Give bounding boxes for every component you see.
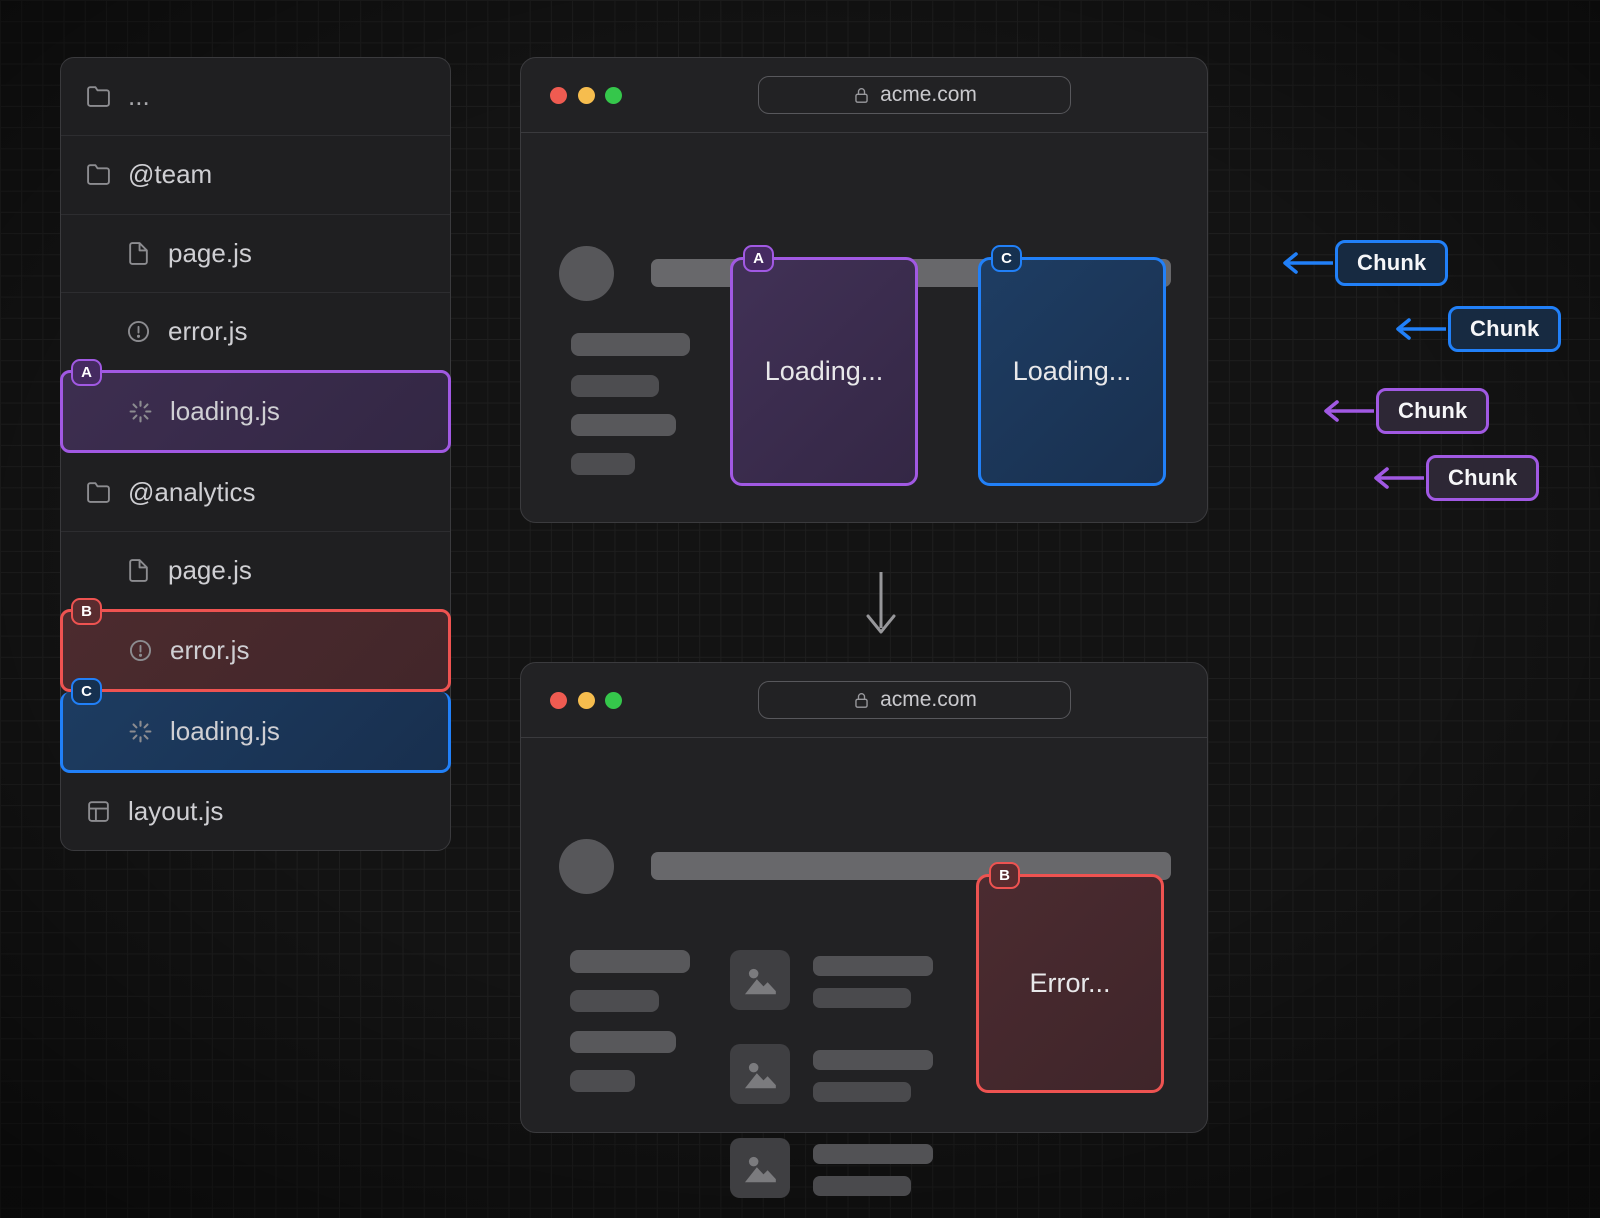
- skeleton-bar: [570, 1070, 635, 1092]
- skeleton-bar: [813, 1176, 911, 1196]
- arrow-left-icon: [1324, 400, 1374, 422]
- tree-row-page-analytics: page.js: [61, 530, 450, 609]
- tree-row-error-analytics: B error.js: [60, 598, 451, 693]
- close-window-icon: [550, 86, 567, 104]
- maximize-window-icon: [605, 86, 622, 104]
- skeleton-bar: [571, 375, 659, 397]
- loading-slot-c: C Loading...: [978, 245, 1166, 486]
- marker-badge-a: A: [743, 245, 774, 272]
- minimize-window-icon: [577, 691, 595, 709]
- chunk-callout: Chunk: [1390, 306, 1562, 352]
- url-text: acme.com: [880, 83, 977, 106]
- image-icon: [744, 1062, 776, 1089]
- skeleton-bar: [813, 956, 933, 976]
- alert-icon: [129, 640, 152, 662]
- image-placeholder: [730, 1044, 790, 1104]
- tree-row-layout: layout.js: [61, 773, 450, 850]
- marker-badge-a: A: [71, 359, 102, 387]
- tree-row-ellipsis: ...: [61, 58, 450, 135]
- tree-row-page-team: page.js: [61, 213, 450, 292]
- skeleton-bar: [813, 1144, 933, 1164]
- avatar: [559, 839, 614, 894]
- spinner-icon: [129, 720, 152, 742]
- skeleton-bar: [570, 990, 659, 1012]
- alert-icon: [127, 321, 150, 343]
- tree-item-label: @team: [128, 159, 213, 190]
- spinner-icon: [129, 400, 152, 423]
- arrow-left-icon: [1374, 467, 1424, 489]
- file-icon: [129, 559, 148, 582]
- chunk-label: Chunk: [1376, 388, 1490, 434]
- skeleton-bar: [813, 988, 911, 1008]
- minimize-window-icon: [577, 86, 595, 104]
- arrow-left-icon: [1283, 252, 1333, 274]
- browser-titlebar: acme.com: [521, 663, 1207, 738]
- skeleton-bar: [571, 453, 635, 475]
- page-content: B Error...: [521, 738, 1207, 1198]
- tree-row-error-team: error.js: [61, 291, 450, 370]
- chunk-callout: Chunk: [1318, 388, 1490, 434]
- arrow-left-icon: [1396, 318, 1446, 340]
- image-icon: [744, 968, 776, 995]
- maximize-window-icon: [605, 691, 622, 709]
- browser-titlebar: acme.com: [521, 58, 1207, 133]
- tree-item-label: layout.js: [128, 795, 224, 826]
- loading-text: Loading...: [1012, 356, 1132, 386]
- skeleton-bar: [813, 1050, 933, 1070]
- flow-down-arrow-icon: [866, 572, 896, 634]
- tree-item-label: loading.js: [170, 715, 280, 746]
- folder-icon: [87, 481, 110, 503]
- chunk-label: Chunk: [1335, 240, 1449, 286]
- tree-item-label: error.js: [170, 635, 250, 666]
- avatar: [559, 246, 614, 301]
- error-slot-b: B Error...: [976, 862, 1164, 1093]
- marker-badge-b: B: [71, 598, 102, 626]
- tree-item-label: page.js: [168, 554, 252, 585]
- tree-row-loading-analytics: C loading.js: [60, 678, 451, 773]
- lock-icon: [855, 692, 868, 708]
- folder-icon: [87, 164, 110, 186]
- traffic-lights: [550, 691, 622, 709]
- close-window-icon: [550, 691, 567, 709]
- tree-row-analytics: @analytics: [61, 453, 450, 530]
- browser-window-loading: acme.com A Loading... C Loading...: [520, 57, 1208, 523]
- marker-badge-b: B: [989, 862, 1020, 889]
- url-bar: acme.com: [758, 681, 1071, 719]
- tree-row-loading-team: A loading.js: [60, 359, 451, 454]
- chunk-label: Chunk: [1426, 455, 1540, 501]
- skeleton-bar: [813, 1082, 911, 1102]
- loading-text: Loading...: [764, 356, 884, 386]
- tree-item-label: error.js: [168, 316, 248, 347]
- tree-row-team: @team: [61, 135, 450, 213]
- image-placeholder: [730, 950, 790, 1010]
- tree-item-label: page.js: [168, 237, 252, 268]
- skeleton-bar: [570, 950, 690, 973]
- tree-item-label: ...: [128, 81, 150, 112]
- url-text: acme.com: [880, 688, 977, 711]
- traffic-lights: [550, 86, 622, 104]
- chunk-callout: Chunk: [1368, 455, 1540, 501]
- folder-icon: [87, 86, 110, 107]
- marker-badge-c: C: [991, 245, 1022, 272]
- chunk-callout: Chunk: [1277, 240, 1449, 286]
- layout-icon: [88, 801, 109, 822]
- chunk-label: Chunk: [1448, 306, 1562, 352]
- image-icon: [744, 1156, 776, 1183]
- error-text: Error...: [1029, 968, 1111, 998]
- lock-icon: [855, 87, 868, 103]
- page-content: A Loading... C Loading...: [521, 133, 1207, 522]
- image-placeholder: [730, 1138, 790, 1198]
- url-bar: acme.com: [758, 76, 1071, 114]
- skeleton-bar: [571, 333, 690, 356]
- skeleton-bar: [570, 1031, 676, 1053]
- skeleton-bar: [571, 414, 676, 436]
- file-tree-panel: ... @team page.js error.js A loading.js …: [60, 57, 451, 851]
- browser-window-error: acme.com B Error...: [520, 662, 1208, 1198]
- file-icon: [129, 241, 148, 265]
- marker-badge-c: C: [71, 678, 102, 706]
- tree-item-label: loading.js: [170, 396, 280, 427]
- loading-slot-a: A Loading...: [730, 245, 918, 486]
- tree-item-label: @analytics: [128, 476, 256, 507]
